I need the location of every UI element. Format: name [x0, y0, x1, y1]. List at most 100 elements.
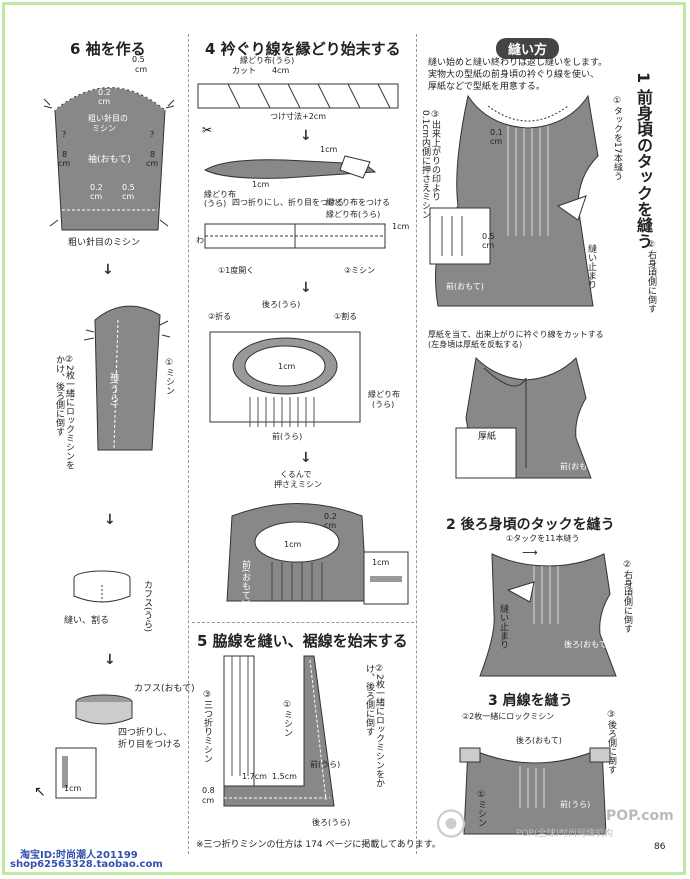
label-front-omote: 前(おもて)	[560, 462, 598, 471]
label-front-ura: 前(うら)	[560, 800, 591, 809]
label-cm: cm	[90, 192, 103, 201]
label-bias: 縁どり布	[204, 190, 236, 199]
label-press-stitch-inner: ③出来上がりの印より0.1cm内側に押さえミシン	[420, 110, 440, 220]
label-8: 8	[62, 150, 68, 159]
arrow-down-icon: ↓	[104, 512, 116, 528]
svg-text:✂: ✂	[202, 123, 212, 137]
sec6-title: 6 袖を作る	[70, 40, 146, 58]
label-front-omote: 前(おもて)	[240, 560, 250, 604]
label-cuff-omote: カフス(おもて)	[134, 684, 195, 694]
label-05: 0.5	[132, 55, 145, 64]
intro-line-2: 実物大の型紙の前身頃の衿ぐり線を使い、	[428, 70, 600, 80]
label-cm: cm	[490, 137, 503, 146]
label-1cm: 1cm	[284, 540, 302, 549]
label-8: 8	[150, 150, 156, 159]
label-rough-stitch-2: ミシン	[92, 124, 116, 133]
label-right-front: ②右身頃側に倒す	[646, 240, 656, 313]
label-front-ura: 前(うら)	[272, 432, 303, 441]
label-wa: わ	[196, 236, 204, 245]
label-tack-17: ①タックを17本縫う	[612, 96, 622, 181]
column-divider-right	[416, 34, 417, 854]
label-02: 0.2	[90, 183, 103, 192]
sec5-title: 5 脇線を縫い、裾線を始末する	[197, 632, 408, 650]
label-lock-stitch: ②2枚一緒にロックミシンをかけ、後ろ側に倒す	[364, 664, 384, 788]
cut-note-line-1: 厚紙を当て、出来上がりに衿ぐり線をカットする	[428, 330, 604, 339]
label-front-ura: 前(うら)	[310, 760, 341, 769]
label-cm: cm	[135, 65, 148, 74]
label-bias-ura: 縁どり布(うら)	[240, 56, 295, 65]
label-1cm: 1cm	[320, 145, 338, 154]
label-bias: 縁どり布	[368, 390, 400, 399]
front-cardboard-illustration	[455, 356, 592, 479]
label-05: 0.5	[122, 183, 135, 192]
label-sew-1: ①ミシン	[476, 790, 486, 827]
label-rough-stitch: 粗い針目の	[88, 114, 128, 123]
label-back-omote: 後ろ(おもて)	[516, 736, 562, 745]
label-tack-11: ①タックを11本縫う	[506, 534, 580, 543]
label-1cm: 1cm	[64, 784, 82, 793]
footnote: ※三つ折りミシンの仕方は 174 ページに掲載してあります。	[196, 840, 441, 850]
label-roll: くるんで	[280, 470, 312, 479]
bias-strip-illustration: ✂	[197, 83, 399, 137]
label-triple-fold-stitch: ③三つ折りミシン	[202, 690, 212, 763]
label-15cm: 1.5cm	[272, 772, 297, 781]
front-bodice-tucks-illustration	[429, 94, 599, 307]
pop-logo: ⦿	[436, 808, 466, 843]
cuff-detail-box	[55, 747, 97, 799]
label-cm: cm	[202, 796, 215, 805]
watermark-line-1: 淘宝ID:时尚潮人201199	[20, 850, 138, 861]
section-divider-sec5	[192, 622, 414, 623]
label-1cm: 1cm	[372, 558, 390, 567]
label-bias-ura: (うら)	[372, 400, 395, 409]
label-rough-stitch-bottom: 粗い針目のミシン	[68, 238, 141, 248]
arrow-down-icon: ↓	[300, 450, 312, 466]
sewing-badge: 縫い方	[496, 38, 560, 59]
label-cm: cm	[146, 159, 159, 168]
cuff-ring-illustration	[73, 570, 131, 603]
watermark-logo-text: POP(全球)时尚网络机构	[516, 829, 613, 839]
page-number: 86	[654, 842, 666, 852]
label-1cm: 1cm	[278, 362, 296, 371]
label-q: ?	[150, 130, 155, 139]
s1-title: 1 前身頃のタックを縫う	[634, 72, 653, 249]
label-split-1: ①割る	[334, 312, 358, 321]
label-05: 0.5	[482, 232, 495, 241]
label-q: ?	[62, 130, 67, 139]
cut-note-line-2: (左身頃は厚紙を反転する)	[428, 340, 523, 349]
label-bias-ura: (うら)	[204, 199, 227, 208]
label-sleeve: 袖(おもて)	[88, 155, 131, 165]
arrow-down-icon: ↓	[300, 128, 312, 144]
arrow-diagonal-icon: ↖	[34, 784, 46, 800]
label-08: 0.8	[202, 786, 215, 795]
label-cm: cm	[482, 241, 495, 250]
label-back-ura: 後ろ(うら)	[262, 300, 301, 309]
label-sew-split: 縫い、割る	[64, 616, 110, 626]
label-4cm: 4cm	[272, 66, 290, 75]
label-02: 0.2	[324, 512, 337, 521]
arrow-right-icon: ⟶	[522, 546, 538, 559]
label-01: 0.1	[490, 128, 503, 137]
s3-title: 3 肩線を縫う	[488, 693, 573, 709]
label-open-once: ①1度開く	[218, 266, 255, 275]
label-cut: カット	[232, 66, 256, 75]
neckline-finished-illustration	[226, 503, 368, 602]
label-17cm: 1.7cm	[242, 772, 267, 781]
cuff-folded-illustration	[75, 694, 133, 725]
arrow-down-icon: ↓	[102, 262, 114, 278]
label-stitch-stop: 縫い止まり	[586, 244, 596, 289]
sec4-title: 4 衿ぐり線を縁どり始末する	[205, 40, 401, 58]
bias-fold-illustration	[203, 155, 377, 179]
label-press-stitch: 押さえミシン	[274, 480, 322, 489]
bias-detail-box	[363, 551, 409, 605]
arrow-down-icon: ↓	[104, 652, 116, 668]
shoulder-seam-illustration	[459, 747, 611, 835]
label-attach-bias: 縁どり布をつける	[326, 198, 390, 207]
label-back: 後ろ(おもて)	[564, 640, 610, 649]
s2-title: 2 後ろ身頃のタックを縫う	[446, 517, 615, 533]
label-back-ura: 後ろ(うら)	[312, 818, 351, 827]
intro-line-3: 厚紙などで型紙を用意する。	[428, 82, 545, 92]
label-sew-1: ①ミシン	[164, 358, 174, 395]
label-fold-quarter: 四つ折りにし、折り目をつける	[232, 198, 344, 207]
label-lock-stitch-2: ②2枚一緒にロックミシン	[462, 712, 555, 721]
